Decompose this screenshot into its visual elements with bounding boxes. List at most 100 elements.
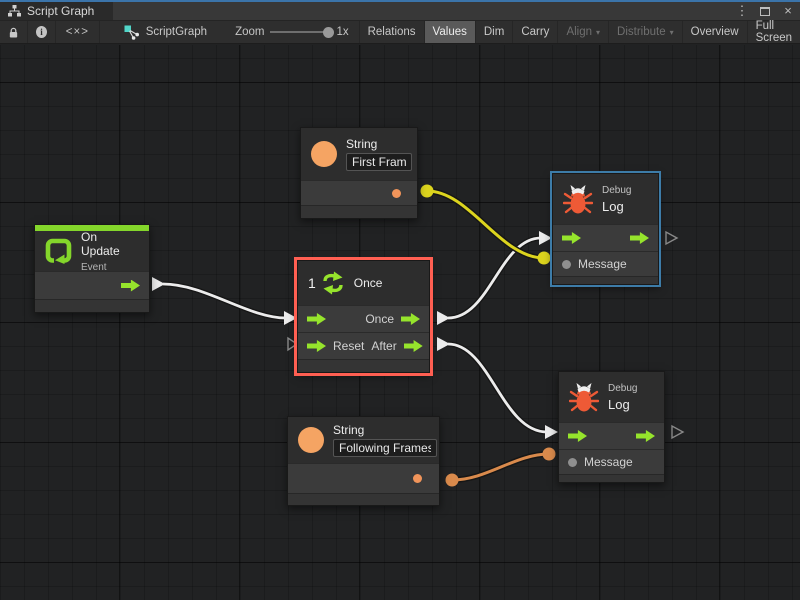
wire-flow-onupdate-once[interactable]	[152, 277, 297, 325]
flow-arrowhead	[539, 231, 552, 245]
wire-value-stringfirst-message[interactable]	[420, 184, 551, 265]
node-footer	[301, 205, 417, 218]
wire-value-stringfollowing-message[interactable]	[445, 447, 556, 487]
node-title: String	[346, 137, 378, 151]
zoom-label: Zoom	[235, 26, 265, 38]
graph-breadcrumb[interactable]: ScriptGraph	[118, 21, 213, 43]
node-title: On Update	[80, 229, 120, 258]
chevron-down-icon: ▾	[669, 27, 674, 37]
lock-icon	[9, 27, 18, 38]
info-icon: i	[36, 26, 47, 38]
relations-toggle[interactable]: Relations	[358, 21, 425, 43]
node-subtitle: Event	[80, 261, 107, 273]
string-output-port[interactable]	[413, 474, 422, 483]
once-count: 1	[308, 275, 316, 291]
string-type-icon	[298, 427, 324, 453]
graph-canvas[interactable]: On Update Event String	[0, 45, 800, 600]
flow-arrowhead	[152, 277, 165, 291]
zoom-slider[interactable]	[270, 26, 335, 38]
string-type-icon	[311, 141, 337, 167]
node-once[interactable]: 1 Once Once Reset After	[297, 260, 430, 373]
lock-button[interactable]	[0, 21, 28, 43]
full-screen-button[interactable]: Full Screen	[755, 20, 792, 44]
message-input-port[interactable]	[562, 259, 571, 269]
dim-toggle[interactable]: Dim	[476, 21, 514, 43]
node-footer	[559, 474, 664, 482]
flow-output-port-after[interactable]	[403, 340, 423, 352]
toolbar-toggles: Relations Values Dim Carry Align▾ Distri…	[358, 20, 800, 44]
unconnected-flow-port-triangle[interactable]	[287, 336, 299, 352]
unconnected-flow-port-triangle[interactable]	[671, 424, 685, 440]
node-title: String	[333, 423, 365, 437]
string-value-input[interactable]	[346, 153, 412, 171]
wire-flow-once-debugtop[interactable]	[437, 231, 552, 325]
node-footer	[553, 276, 658, 284]
close-icon[interactable]: ×	[784, 3, 792, 18]
window-menu-icon[interactable]: ⋮	[735, 3, 749, 18]
node-debug-log-top[interactable]: Debug Log Message	[550, 171, 661, 287]
zoom-slider-knob[interactable]	[323, 26, 335, 38]
graph-toolbar: i <×> ScriptGraph Zoom 1x Relations Valu…	[0, 20, 800, 44]
chevron-down-icon: ▾	[596, 27, 601, 37]
node-debug-log-bottom[interactable]: Debug Log Message	[558, 371, 665, 483]
value-wire-dot	[445, 473, 459, 487]
port-label-message: Message	[584, 455, 633, 469]
flow-output-port-once[interactable]	[401, 313, 420, 325]
graph-hierarchy-icon	[8, 5, 21, 17]
node-footer	[35, 299, 149, 312]
update-loop-icon	[45, 238, 72, 264]
overview-button[interactable]: Overview	[683, 21, 748, 43]
node-string-following-frames[interactable]: String	[287, 416, 440, 506]
node-title: Log	[608, 396, 630, 412]
node-footer	[298, 359, 429, 372]
flow-output-port[interactable]	[636, 430, 655, 442]
value-wire-dot	[542, 447, 556, 461]
string-value-input[interactable]	[333, 439, 437, 457]
tab-script-graph[interactable]: Script Graph	[0, 2, 113, 20]
unconnected-flow-port-triangle[interactable]	[665, 230, 679, 246]
focus-accent-line	[0, 0, 800, 2]
flow-input-port-reset[interactable]	[307, 340, 326, 352]
port-label-once: Once	[365, 312, 394, 326]
flow-output-port[interactable]	[630, 232, 649, 244]
node-on-update[interactable]: On Update Event	[34, 224, 150, 313]
flow-output-port[interactable]	[121, 279, 140, 292]
zoom-value: 1x	[336, 26, 349, 38]
node-title: Once	[353, 276, 383, 290]
node-category: Debug	[602, 184, 632, 196]
value-wire-dot	[420, 184, 434, 198]
port-label-message: Message	[578, 257, 627, 271]
flow-input-port[interactable]	[568, 430, 587, 442]
flow-arrowhead	[284, 311, 297, 325]
event-accent-bar	[35, 225, 149, 231]
inspect-button[interactable]: i	[28, 21, 56, 43]
carry-toggle[interactable]: Carry	[513, 21, 559, 43]
wire-flow-once-debugbottom[interactable]	[437, 337, 558, 439]
window-controls: ⋮ ×	[734, 2, 796, 20]
value-wire-dot	[537, 251, 551, 265]
title-bar: Script Graph ⋮ ×	[0, 0, 800, 20]
distribute-menu-button[interactable]: Distribute▾	[609, 21, 683, 43]
cycle-icon	[323, 271, 343, 295]
flow-input-port[interactable]	[307, 313, 326, 325]
edit-code-button[interactable]: <×>	[56, 21, 100, 43]
node-category: Debug	[608, 382, 638, 394]
values-toggle[interactable]: Values	[424, 21, 476, 43]
node-string-first-frame[interactable]: String	[300, 127, 418, 219]
flow-arrowhead	[437, 311, 450, 325]
flow-arrowhead	[545, 425, 558, 439]
align-menu-button[interactable]: Align▾	[558, 21, 610, 43]
bug-icon	[563, 185, 593, 214]
tab-title: Script Graph	[27, 4, 95, 18]
maximize-icon[interactable]	[760, 6, 770, 16]
flow-input-port[interactable]	[562, 232, 581, 244]
port-label-reset: Reset	[333, 339, 365, 353]
message-input-port[interactable]	[568, 457, 577, 467]
wire-layer	[152, 184, 685, 487]
port-label-after: After	[371, 339, 397, 353]
graph-name: ScriptGraph	[145, 26, 208, 38]
bug-icon	[569, 383, 599, 412]
flow-arrowhead	[437, 337, 450, 351]
string-output-port[interactable]	[392, 188, 401, 198]
